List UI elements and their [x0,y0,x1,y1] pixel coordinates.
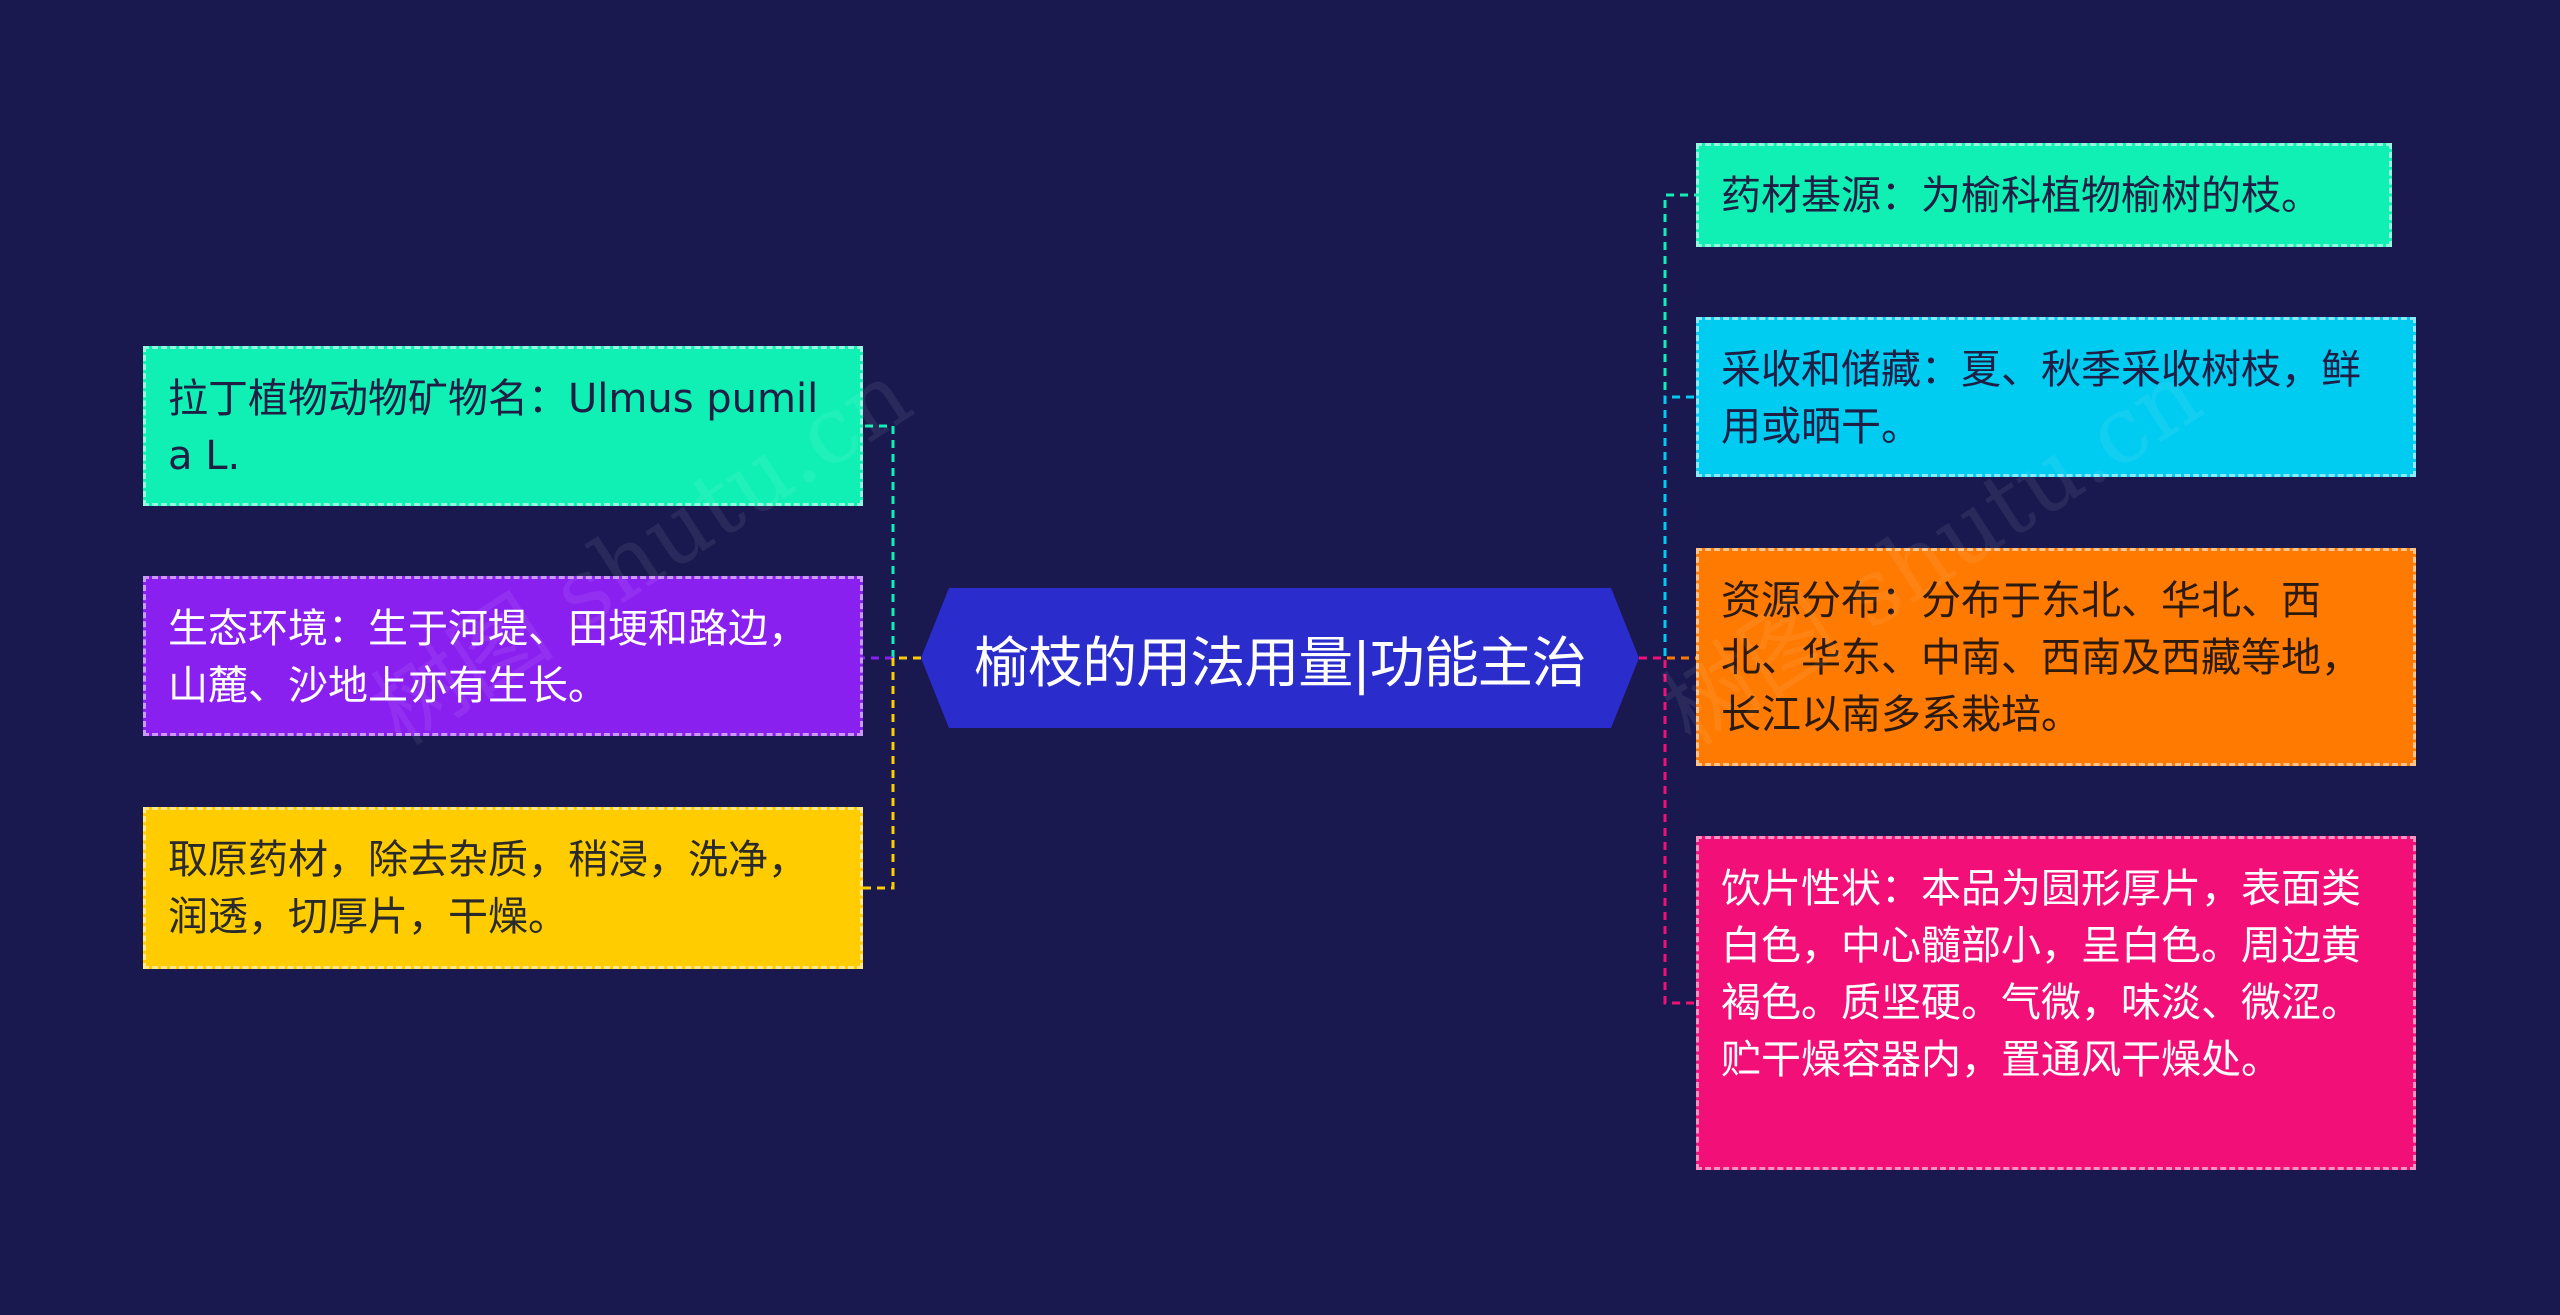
connector-slice [1639,656,1696,1005]
topic-slice-description-text: 饮片性状：本品为圆形厚片，表面类白色，中心髓部小，呈白色。周边黄褐色。质坚硬。气… [1721,866,2361,1083]
topic-harvest[interactable]: 采收和储藏：夏、秋季采收树枝，鲜用或晒干。 [1696,317,2416,477]
central-topic-label: 榆枝的用法用量|功能主治 [974,631,1587,695]
topic-source-text: 药材基源：为榆科植物榆树的枝。 [1721,173,2321,219]
topic-ecology[interactable]: 生态环境：生于河堤、田埂和路边，山麓、沙地上亦有生长。 [143,576,863,736]
topic-distribution[interactable]: 资源分布：分布于东北、华北、西北、华东、中南、西南及西藏等地，长江以南多系栽培。 [1696,548,2416,766]
topic-slice-description[interactable]: 饮片性状：本品为圆形厚片，表面类白色，中心髓部小，呈白色。周边黄褐色。质坚硬。气… [1696,836,2416,1170]
topic-ecology-text: 生态环境：生于河堤、田埂和路边，山麓、沙地上亦有生长。 [168,606,808,709]
connector-proc [863,656,921,890]
topic-distribution-text: 资源分布：分布于东北、华北、西北、华东、中南、西南及西藏等地，长江以南多系栽培。 [1721,578,2361,738]
central-topic-shape [921,588,1639,728]
topic-latin-name[interactable]: 拉丁植物动物矿物名：Ulmus pumila L. [143,346,863,506]
central-topic[interactable]: 榆枝的用法用量|功能主治 [921,588,1639,728]
topic-processing[interactable]: 取原药材，除去杂质，稍浸，洗净，润透，切厚片，干燥。 [143,807,863,969]
connector-source [1639,193,1696,660]
topic-processing-text: 取原药材，除去杂质，稍浸，洗净，润透，切厚片，干燥。 [168,837,808,940]
connector-latin [863,424,921,660]
topic-latin-name-text: 拉丁植物动物矿物名：Ulmus pumila L. [168,376,819,479]
topic-harvest-text: 采收和储藏：夏、秋季采收树枝，鲜用或晒干。 [1721,347,2361,450]
connector-harvest [1639,395,1696,660]
topic-source[interactable]: 药材基源：为榆科植物榆树的枝。 [1696,143,2392,247]
